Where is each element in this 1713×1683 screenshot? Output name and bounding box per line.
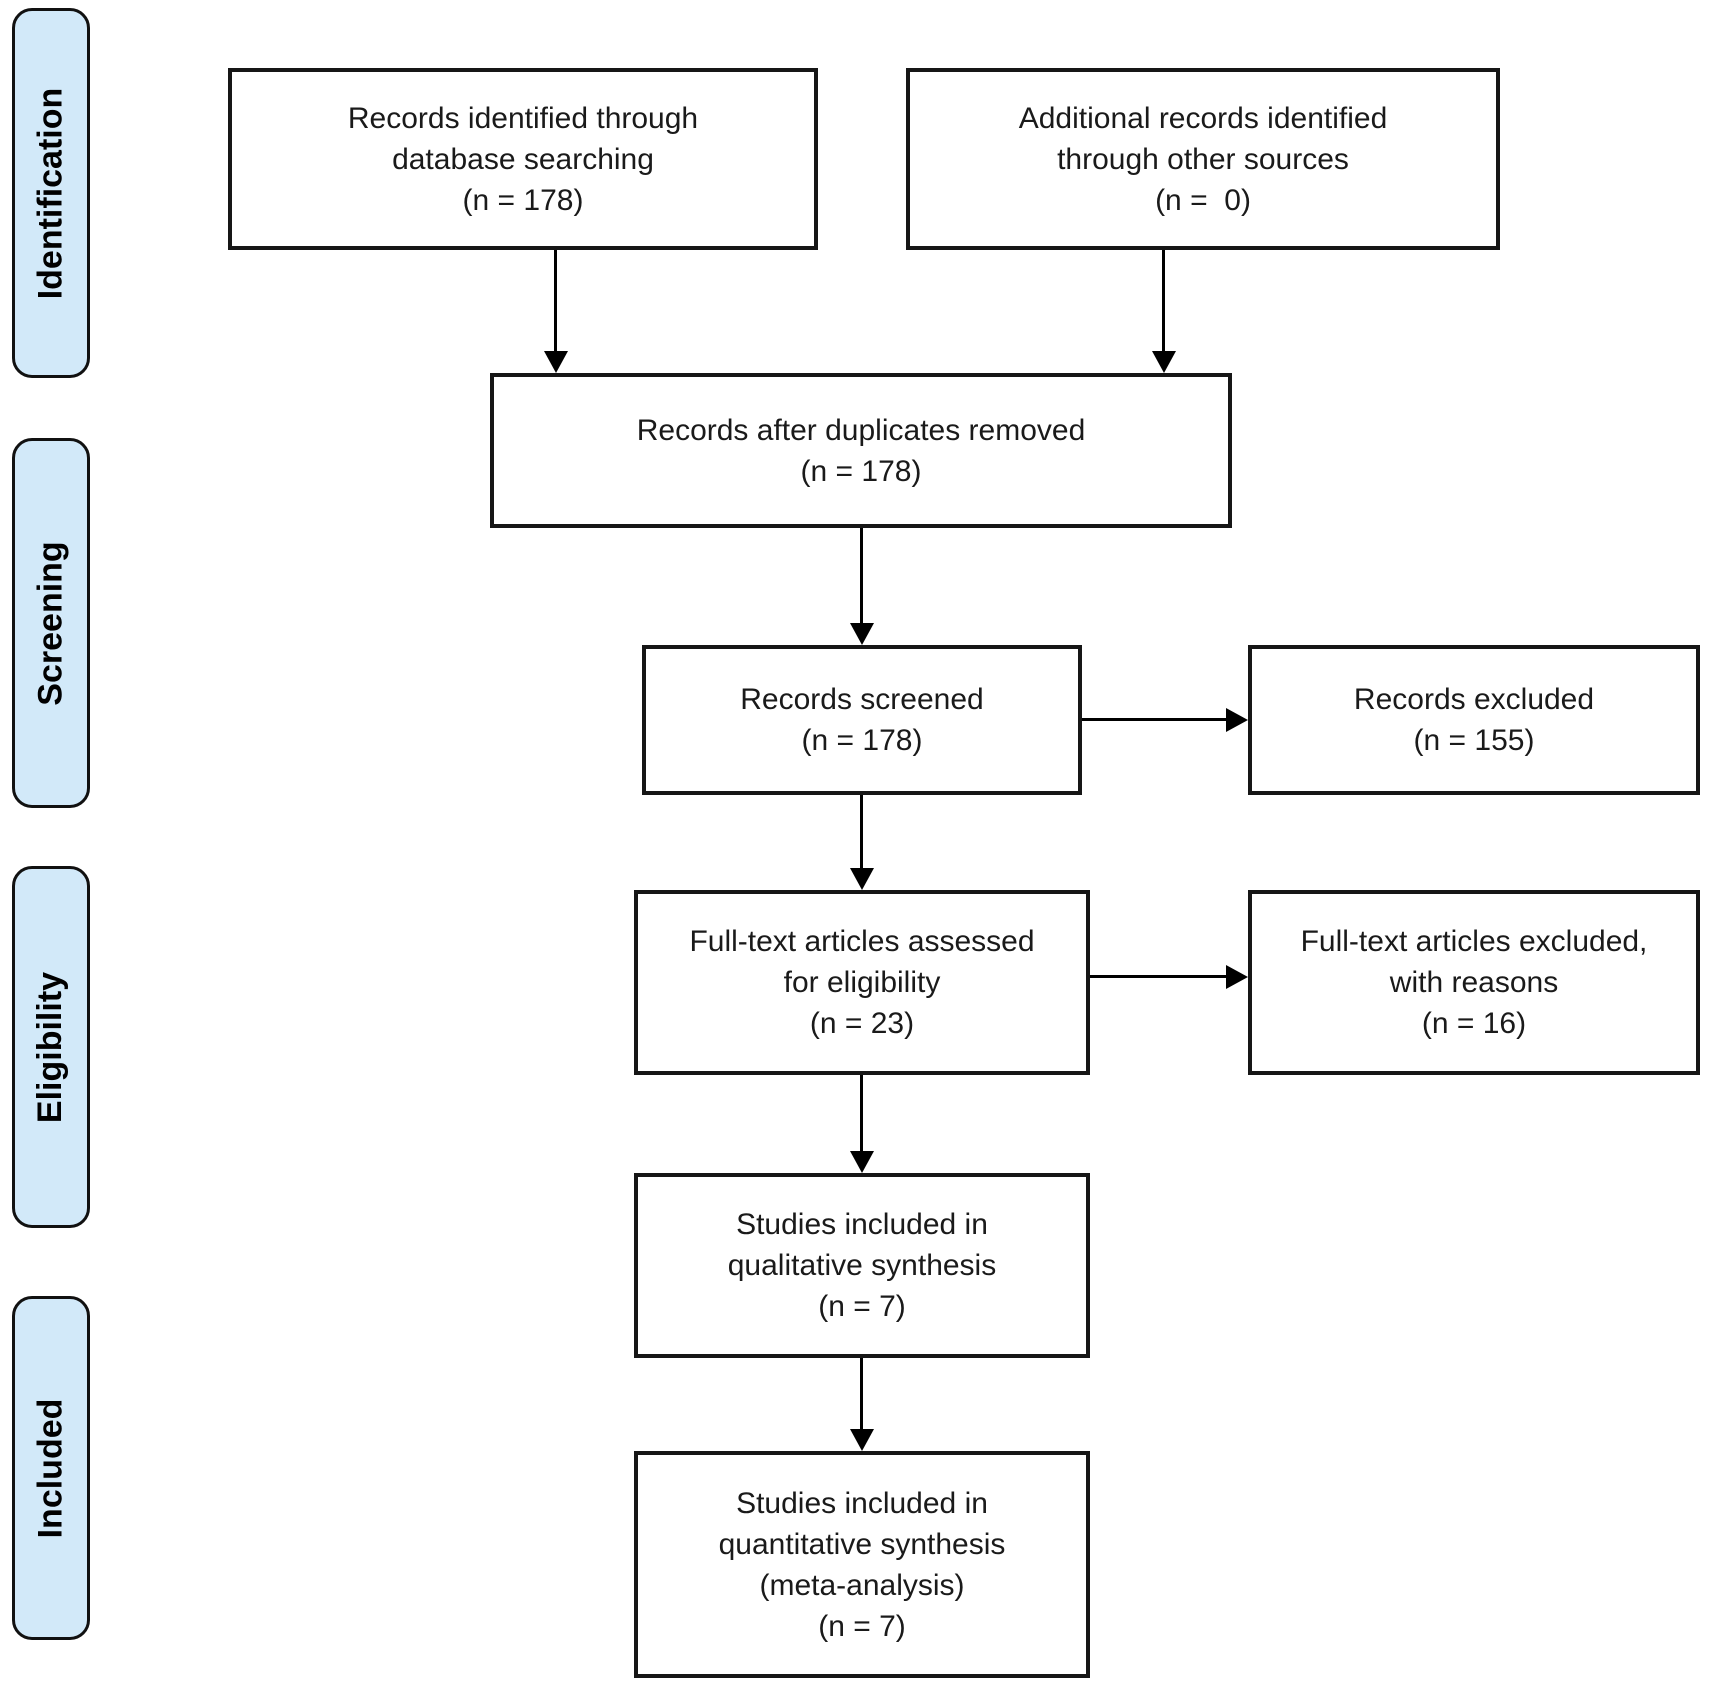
arrow-qualitative-to-quantitative-head [850, 1429, 874, 1451]
arrow-duplicates-to-screened-line [860, 528, 863, 625]
stage-label-identification: Identification [31, 87, 70, 299]
box-fulltext-assessed-text: Full-text articles assessed for eligibil… [689, 925, 1035, 1040]
box-records-screened: Records screened (n = 178) [642, 645, 1082, 795]
box-quantitative-synthesis: Studies included in quantitative synthes… [634, 1451, 1090, 1678]
box-fulltext-excluded-text: Full-text articles excluded, with reason… [1300, 925, 1648, 1040]
box-fulltext-excluded: Full-text articles excluded, with reason… [1248, 890, 1700, 1075]
box-additional-records-text: Additional records identified through ot… [1018, 101, 1388, 217]
arrow-screened-to-excluded-head [1226, 708, 1248, 732]
arrow-fulltext-to-excluded-line [1090, 975, 1228, 978]
stage-screening: Screening [12, 438, 90, 808]
box-after-duplicates: Records after duplicates removed (n = 17… [490, 373, 1232, 528]
box-fulltext-assessed: Full-text articles assessed for eligibil… [634, 890, 1090, 1075]
box-qualitative-synthesis: Studies included in qualitative synthesi… [634, 1173, 1090, 1358]
stage-label-screening: Screening [31, 540, 70, 706]
arrow-additional-to-duplicates-line [1162, 250, 1165, 353]
stage-label-eligibility: Eligibility [31, 971, 70, 1123]
box-records-identified-text: Records identified through database sear… [347, 101, 699, 217]
box-quantitative-synthesis-text: Studies included in quantitative synthes… [718, 1486, 1006, 1643]
box-records-identified: Records identified through database sear… [228, 68, 818, 250]
stage-eligibility: Eligibility [12, 866, 90, 1228]
arrow-screened-to-fulltext-head [850, 868, 874, 890]
arrow-fulltext-to-qualitative-line [860, 1075, 863, 1153]
box-additional-records: Additional records identified through ot… [906, 68, 1500, 250]
arrow-fulltext-to-qualitative-head [850, 1151, 874, 1173]
stage-included: Included [12, 1296, 90, 1640]
stage-label-included: Included [31, 1398, 70, 1538]
stage-identification: Identification [12, 8, 90, 378]
arrow-fulltext-to-excluded-head [1226, 965, 1248, 989]
arrow-additional-to-duplicates-head [1152, 351, 1176, 373]
arrow-identified-to-duplicates-head [544, 351, 568, 373]
arrow-duplicates-to-screened-head [850, 623, 874, 645]
arrow-qualitative-to-quantitative-line [860, 1358, 863, 1431]
box-records-excluded: Records excluded (n = 155) [1248, 645, 1700, 795]
arrow-identified-to-duplicates-line [554, 250, 557, 353]
box-after-duplicates-text: Records after duplicates removed (n = 17… [636, 413, 1086, 488]
box-records-excluded-text: Records excluded (n = 155) [1353, 683, 1595, 757]
arrow-screened-to-fulltext-line [860, 795, 863, 870]
box-qualitative-synthesis-text: Studies included in qualitative synthesi… [727, 1208, 997, 1323]
box-records-screened-text: Records screened (n = 178) [740, 683, 984, 757]
arrow-screened-to-excluded-line [1082, 718, 1228, 721]
